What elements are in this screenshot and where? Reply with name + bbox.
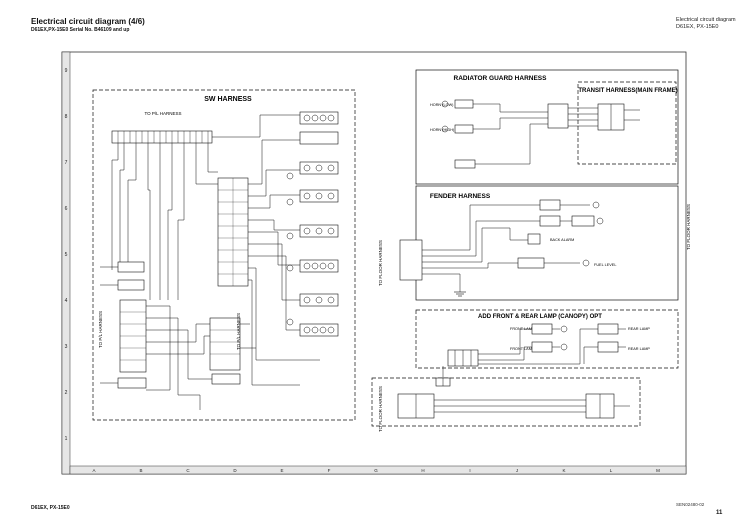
ruler-left-5: 5 xyxy=(65,252,68,258)
transit-harness-label: TRANSIT HARNESS(MAIN FRAME) xyxy=(578,88,677,94)
sw-left-connector-4 xyxy=(117,377,147,389)
lower-right-harness-box xyxy=(371,377,641,427)
back-alarm-symbol xyxy=(527,233,541,245)
ruler-bottom-c: C xyxy=(186,468,190,473)
page-title: Electrical circuit diagram (4/6) xyxy=(31,17,145,26)
fuel-level-label: FUEL LEVEL xyxy=(594,263,616,267)
ruler-left-2: 2 xyxy=(65,390,68,396)
ruler-bottom-l: L xyxy=(610,468,613,473)
to-floor-harness-2: TO FLOOR HARNESS xyxy=(686,204,691,250)
to-floor-harness-1: TO FLOOR HARNESS xyxy=(378,240,383,286)
ruler-bottom-k: K xyxy=(562,468,565,473)
radiator-guard-harness-label: RADIATOR GUARD HARNESS xyxy=(454,75,548,82)
sw-lower-connector xyxy=(209,317,241,371)
footer-doc-code: SEN02480-02 xyxy=(676,502,705,507)
transit-harness-box xyxy=(577,81,677,165)
footer-page-number: 11 xyxy=(716,510,723,516)
lamp-harness-label: ADD FRONT & REAR LAMP (CANOPY) OPT xyxy=(478,314,602,320)
header-right: Electrical circuit diagram D61EX, PX-15E… xyxy=(676,17,736,31)
back-alarm-label: BACK ALARM xyxy=(550,238,574,242)
to-floor-harness-3: TO FLOOR HARNESS xyxy=(378,386,383,432)
ruler-bottom-j: J xyxy=(516,468,518,473)
fender-left-connector xyxy=(399,239,423,281)
ruler-left-3: 3 xyxy=(65,344,68,350)
front-lamp-label-2: FRONT LAMP xyxy=(510,347,535,351)
to-pl-harness-mid: TO P/L HARNESS xyxy=(236,313,241,350)
ruler-bottom-b: B xyxy=(139,468,142,473)
ruler-bottom-f: F xyxy=(328,468,331,473)
sw-harness-label: SW HARNESS xyxy=(204,96,252,103)
to-pl-harness-top: TO P/L HARNESS xyxy=(144,111,181,116)
ruler-bottom-g: G xyxy=(374,468,378,473)
fender-harness-label: FENDER HARNESS xyxy=(430,193,491,200)
ruler-left-7: 7 xyxy=(65,160,68,166)
rear-lamp-label-2: REAR LAMP xyxy=(628,347,650,351)
ruler-bottom-e: E xyxy=(280,468,283,473)
sw-lower-connector-2 xyxy=(211,373,241,385)
left-ruler xyxy=(61,51,71,475)
header-right-line2: D61EX, PX-15E0 xyxy=(676,24,719,30)
ruler-bottom-d: D xyxy=(233,468,237,473)
ruler-left-8: 8 xyxy=(65,114,68,120)
rear-lamp-label-1: REAR LAMP xyxy=(628,327,650,331)
radiator-guard-harness-box xyxy=(415,69,679,185)
to-pl-harness-side: TO P/L HARNESS xyxy=(98,311,103,348)
sw-left-connector-2 xyxy=(117,279,145,291)
bottom-ruler xyxy=(69,465,687,475)
ruler-left-1: 1 xyxy=(65,436,68,442)
footer-model: D61EX, PX-15E0 xyxy=(31,505,70,511)
ruler-left-9: 9 xyxy=(65,68,68,74)
ruler-bottom-h: H xyxy=(421,468,424,473)
horn-high-label: HORN (HIGH) xyxy=(430,128,455,132)
sw-switch-blocks xyxy=(299,111,339,337)
ruler-bottom-i: I xyxy=(469,468,470,473)
ruler-bottom-m: M xyxy=(656,468,660,473)
page-subtitle: D61EX,PX-15E0 Serial No. B46109 and up xyxy=(31,27,130,33)
ruler-left-6: 6 xyxy=(65,206,68,212)
sw-left-connector-1 xyxy=(117,261,145,273)
ruler-left-4: 4 xyxy=(65,298,68,304)
lamp-harness-box xyxy=(415,309,679,369)
sw-harness-box xyxy=(92,89,356,421)
sw-top-connector xyxy=(111,130,213,144)
header-right-line1: Electrical circuit diagram xyxy=(676,17,736,23)
ruler-bottom-a: A xyxy=(92,468,95,473)
